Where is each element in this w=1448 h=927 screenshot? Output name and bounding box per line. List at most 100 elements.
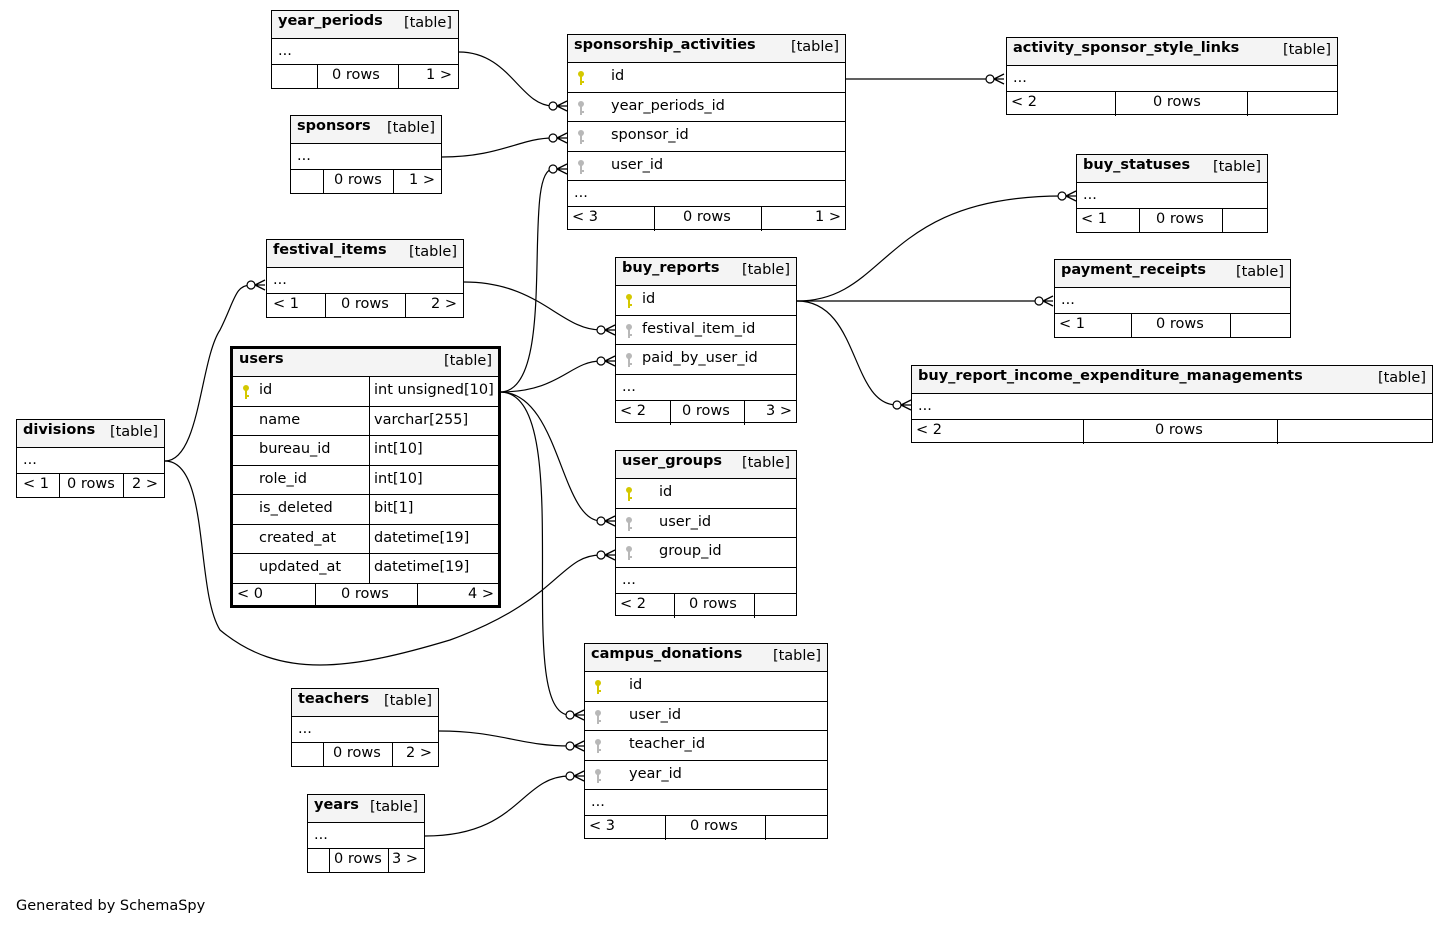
table-name: divisions bbox=[23, 422, 96, 438]
ellipsis-row: ... bbox=[1061, 292, 1075, 308]
primary-key-icon bbox=[626, 294, 632, 308]
ellipsis-row: ... bbox=[918, 398, 932, 414]
row-count: 0 rows bbox=[334, 172, 382, 188]
table-kind: [table] bbox=[443, 353, 492, 369]
foreign-key-icon bbox=[595, 709, 601, 724]
ellipsis-row: ... bbox=[1013, 70, 1027, 86]
column-name: group_id bbox=[659, 543, 722, 559]
table-buy-reports[interactable]: buy_reports[table] id festival_item_id p… bbox=[615, 257, 797, 425]
row-count: 0 rows bbox=[333, 745, 381, 761]
row-count: 0 rows bbox=[1155, 422, 1203, 438]
foreign-key-icon bbox=[626, 323, 632, 338]
edge-users-sponsorship bbox=[499, 163, 568, 393]
row-count: 0 rows bbox=[690, 818, 738, 834]
table-name: sponsors bbox=[297, 118, 371, 134]
parents-count: < 1 bbox=[1081, 211, 1107, 227]
row-count: 0 rows bbox=[682, 402, 730, 419]
table-kind: [table] bbox=[403, 15, 452, 31]
table-user-groups[interactable]: user_groups[table] id user_id group_id .… bbox=[615, 450, 797, 618]
edge-festival-items bbox=[463, 281, 616, 336]
edge-years bbox=[424, 770, 585, 837]
optional-marker bbox=[565, 771, 575, 781]
table-buy-statuses[interactable]: buy_statuses[table] ... < 1 0 rows bbox=[1076, 154, 1268, 233]
ellipsis-row: ... bbox=[298, 721, 312, 737]
primary-key-icon bbox=[243, 385, 249, 399]
many-crowfoot-marker bbox=[1065, 190, 1077, 202]
column-name: bureau_id bbox=[259, 441, 331, 457]
table-name: users bbox=[239, 351, 284, 367]
optional-marker bbox=[246, 280, 256, 290]
parents-count: < 3 bbox=[572, 209, 598, 225]
table-name: buy_reports bbox=[622, 260, 720, 276]
table-divisions[interactable]: divisions[table] ... < 1 0 rows 2 > bbox=[16, 419, 165, 498]
table-name: sponsorship_activities bbox=[574, 37, 756, 53]
primary-key-icon bbox=[578, 71, 584, 85]
parents-count: < 1 bbox=[273, 296, 299, 312]
children-count: 2 > bbox=[406, 745, 432, 761]
table-buy-report-income-expenditure-managements[interactable]: buy_report_income_expenditure_management… bbox=[911, 365, 1433, 444]
row-count: 0 rows bbox=[332, 67, 380, 83]
ellipsis-row: ... bbox=[314, 827, 328, 843]
many-crowfoot-marker bbox=[556, 163, 568, 175]
optional-marker bbox=[1057, 191, 1067, 201]
table-years[interactable]: years[table] ... 0 rows 3 > bbox=[307, 794, 425, 873]
column-name: id bbox=[659, 484, 673, 500]
table-name: years bbox=[314, 797, 359, 813]
edge-activity-links bbox=[846, 73, 1005, 85]
many-crowfoot-marker bbox=[900, 399, 912, 411]
column-name: user_id bbox=[629, 706, 682, 723]
table-name: teachers bbox=[298, 691, 370, 707]
column-name: created_at bbox=[259, 529, 337, 546]
table-kind: [table] bbox=[383, 693, 432, 709]
table-kind: [table] bbox=[772, 648, 821, 664]
parents-count: < 0 bbox=[237, 585, 263, 602]
edge-sponsors bbox=[441, 132, 568, 158]
column-name: user_id bbox=[611, 156, 664, 173]
row-count: 0 rows bbox=[683, 209, 731, 225]
table-festival-items[interactable]: festival_items[table] ... < 1 0 rows 2 > bbox=[266, 239, 464, 318]
parents-count: < 2 bbox=[916, 422, 942, 438]
foreign-key-icon bbox=[595, 768, 601, 783]
table-kind: [table] bbox=[741, 262, 790, 278]
optional-marker bbox=[548, 101, 558, 111]
edge-users-buy-reports bbox=[499, 355, 616, 393]
foreign-key-icon bbox=[578, 130, 584, 144]
many-crowfoot-marker bbox=[556, 132, 568, 144]
row-count: 0 rows bbox=[341, 296, 389, 312]
column-type: int unsigned[10] bbox=[369, 377, 494, 406]
table-name: campus_donations bbox=[591, 646, 743, 662]
ellipsis-row: ... bbox=[1083, 187, 1097, 203]
table-teachers[interactable]: teachers [table] ... 0 rows 2 > bbox=[291, 688, 439, 767]
table-activity-sponsor-style-links[interactable]: activity_sponsor_style_links[table] ... … bbox=[1006, 37, 1338, 116]
foreign-key-icon bbox=[595, 739, 601, 753]
row-count: 0 rows bbox=[341, 585, 389, 602]
edge-buy-statuses bbox=[796, 190, 1077, 302]
table-payment-receipts[interactable]: payment_receipts[table] ... < 1 0 rows bbox=[1054, 259, 1291, 338]
optional-marker bbox=[548, 164, 558, 174]
table-name: festival_items bbox=[273, 242, 387, 258]
many-crowfoot-marker bbox=[573, 740, 585, 752]
parents-count: < 3 bbox=[589, 818, 615, 834]
parents-count: < 2 bbox=[620, 595, 646, 612]
table-kind: [table] bbox=[741, 455, 790, 471]
table-name: user_groups bbox=[622, 453, 723, 469]
column-type: datetime[19] bbox=[369, 554, 469, 583]
table-year-periods[interactable]: year_periods[table] ... 0 rows 1 > bbox=[271, 10, 459, 89]
primary-key-icon bbox=[595, 680, 601, 694]
column-type: varchar[255] bbox=[369, 406, 468, 435]
column-name: id bbox=[611, 68, 625, 84]
children-count: 2 > bbox=[431, 296, 457, 312]
parents-count: < 1 bbox=[23, 476, 49, 492]
edge-payment-receipts bbox=[797, 295, 1054, 307]
optional-marker bbox=[985, 74, 995, 84]
table-name: buy_report_income_expenditure_management… bbox=[918, 368, 1303, 384]
table-campus-donations[interactable]: campus_donations[table] id user_id teach… bbox=[584, 643, 828, 840]
column-name: is_deleted bbox=[259, 500, 333, 516]
row-count: 0 rows bbox=[689, 595, 737, 612]
table-sponsorship-activities[interactable]: sponsorship_activities[table] id year_pe… bbox=[567, 34, 846, 231]
column-name: name bbox=[259, 411, 301, 428]
many-crowfoot-marker bbox=[604, 324, 616, 336]
table-sponsors[interactable]: sponsors[table] ... 0 rows 1 > bbox=[290, 115, 442, 194]
column-type: int[10] bbox=[369, 436, 423, 465]
